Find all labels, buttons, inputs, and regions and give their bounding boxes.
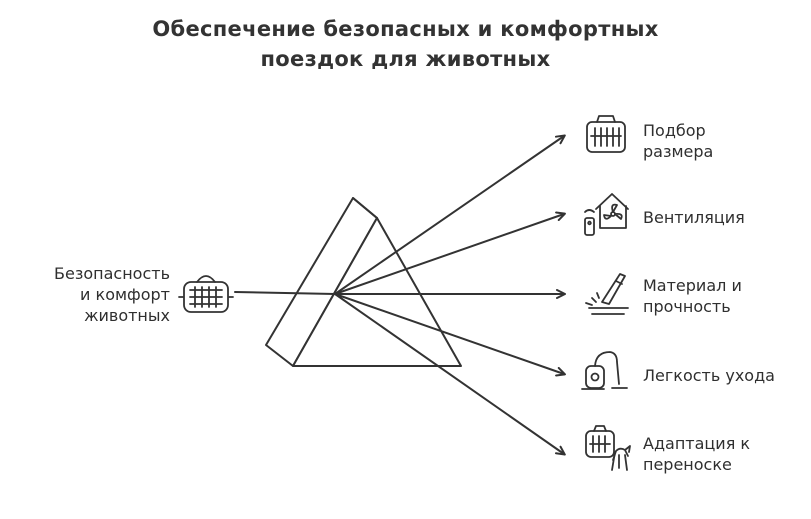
source-label-line-2: и комфорт bbox=[80, 285, 170, 304]
output-label-adaptation-line-1: Адаптация к bbox=[643, 434, 751, 453]
output-label-material-line-2: прочность bbox=[643, 297, 731, 316]
output-label-adaptation: Адаптация к переноске bbox=[643, 433, 750, 475]
output-label-material: Материал и прочность bbox=[643, 275, 742, 317]
output-arrow-adaptation bbox=[334, 293, 566, 456]
source-label-line-1: Безопасность bbox=[54, 264, 170, 283]
pet-with-carrier-icon bbox=[585, 425, 631, 471]
pet-carrier-icon bbox=[178, 275, 234, 313]
carrier-size-icon bbox=[586, 115, 626, 153]
ventilation-fan-icon bbox=[584, 193, 629, 236]
source-label: Безопасность и комфорт животных bbox=[24, 263, 170, 326]
output-label-material-line-1: Материал и bbox=[643, 276, 742, 295]
output-rays bbox=[334, 134, 566, 456]
output-label-size-line-2: размера bbox=[643, 142, 714, 161]
source-label-line-3: животных bbox=[84, 306, 170, 325]
output-label-size-line-1: Подбор bbox=[643, 121, 706, 140]
output-arrow-care bbox=[334, 293, 566, 377]
output-label-adaptation-line-2: переноске bbox=[643, 455, 732, 474]
input-beam bbox=[234, 291, 336, 295]
output-label-ventilation: Вентиляция bbox=[643, 207, 745, 228]
prism-shape bbox=[265, 197, 462, 367]
knife-material-icon bbox=[585, 273, 629, 315]
output-arrow-ventilation bbox=[334, 211, 566, 295]
output-label-care: Легкость ухода bbox=[643, 365, 775, 386]
output-arrow-size bbox=[334, 134, 566, 295]
output-label-care-line-1: Легкость ухода bbox=[643, 366, 775, 385]
diagram-title: Обеспечение безопасных и комфортных поез… bbox=[0, 14, 811, 74]
title-line-1: Обеспечение безопасных и комфортных bbox=[152, 17, 659, 41]
vacuum-cleaner-icon bbox=[581, 351, 628, 390]
output-label-size: Подбор размера bbox=[643, 120, 713, 162]
output-label-ventilation-line-1: Вентиляция bbox=[643, 208, 745, 227]
title-line-2: поездок для животных bbox=[260, 47, 551, 71]
